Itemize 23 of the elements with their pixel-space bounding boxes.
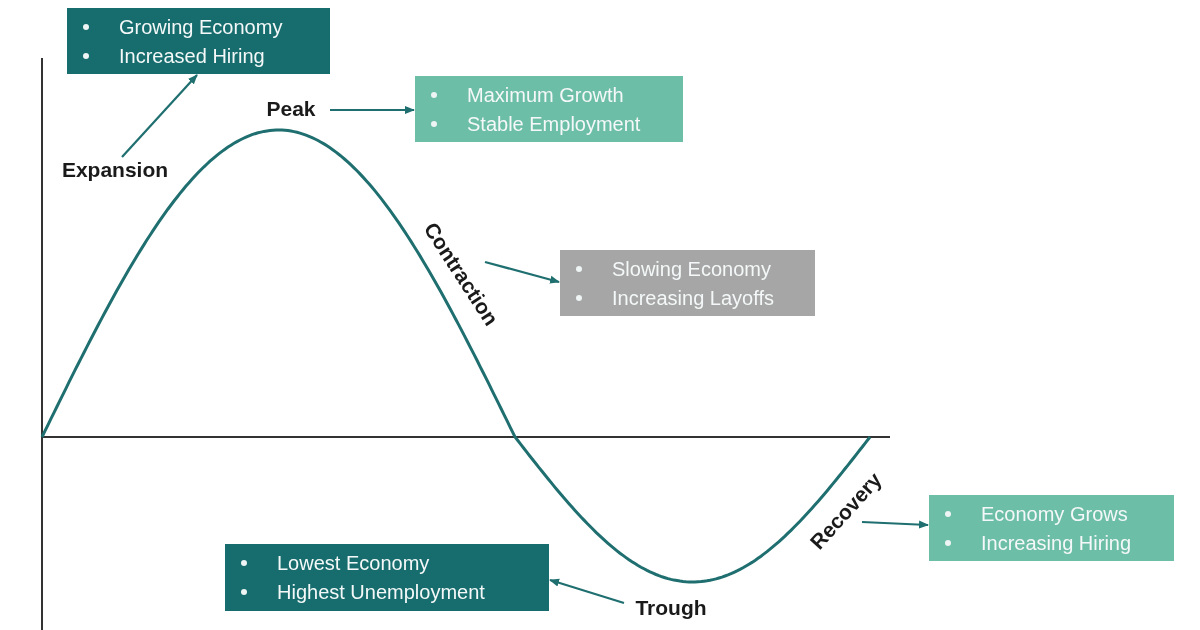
arrow xyxy=(484,260,560,284)
phase-label: Trough xyxy=(635,596,707,620)
info-box xyxy=(415,76,683,142)
info-box xyxy=(929,495,1174,561)
bullet-text: Economy Grows xyxy=(981,501,1128,526)
bullet-text: Increased Hiring xyxy=(119,43,265,68)
bullet-text: Increasing Hiring xyxy=(981,530,1132,555)
arrow xyxy=(330,106,415,114)
bullet-text: Stable Employment xyxy=(467,111,641,136)
info-box xyxy=(560,250,815,316)
phase-label: Peak xyxy=(266,97,316,121)
phase-label: Expansion xyxy=(61,158,169,182)
bullet-text: Lowest Economy xyxy=(277,551,430,575)
bullet-text: Maximum Growth xyxy=(467,82,624,107)
bullet-text: Growing Economy xyxy=(119,14,283,39)
bullet-text: Increasing Layoffs xyxy=(612,285,774,310)
info-box xyxy=(225,544,549,611)
bullet-text: Highest Unemployment xyxy=(277,580,485,604)
info-box xyxy=(67,8,330,74)
bullet-text: Slowing Economy xyxy=(612,256,771,281)
arrow xyxy=(549,578,625,605)
arrow xyxy=(861,520,929,529)
arrow xyxy=(121,74,198,158)
